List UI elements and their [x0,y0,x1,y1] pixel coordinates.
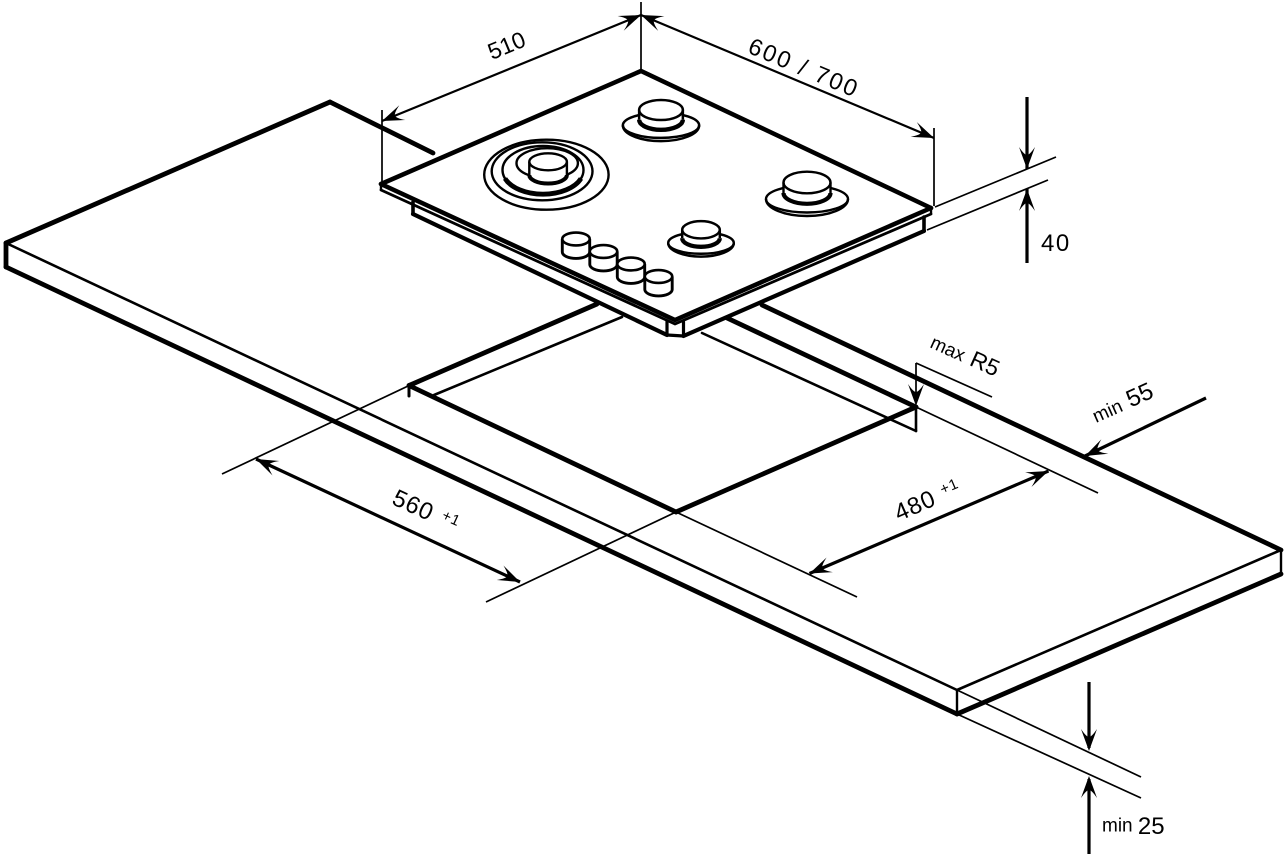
svg-text:min 25: min 25 [1102,813,1165,840]
svg-text:40: 40 [1041,230,1071,257]
